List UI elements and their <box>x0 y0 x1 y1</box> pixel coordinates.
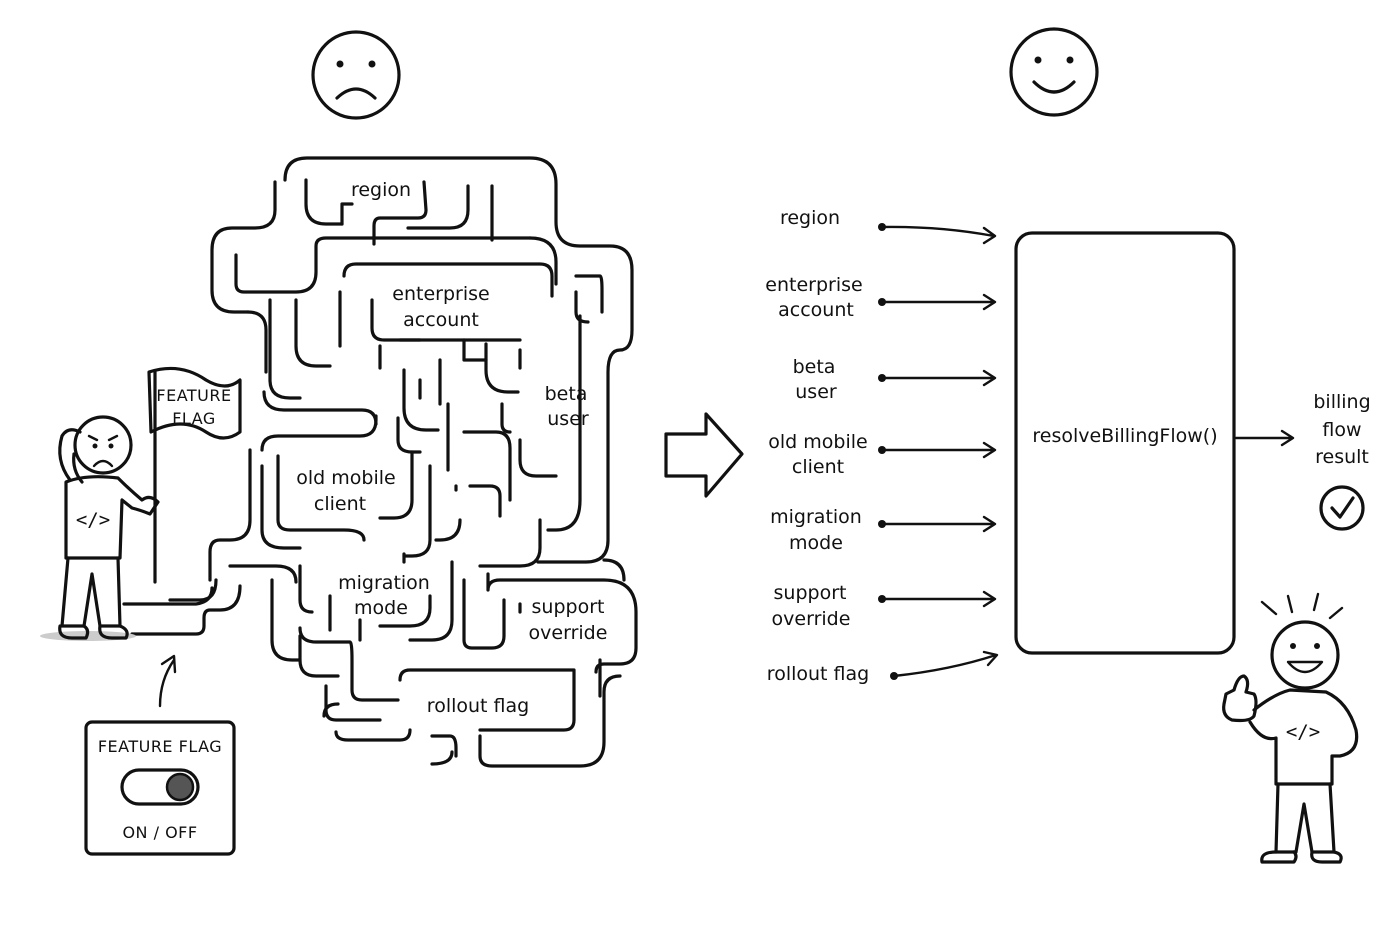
input-label-2: mode <box>789 532 843 554</box>
thumbs-up-icon <box>1222 674 1258 723</box>
toggle-knob <box>165 772 195 802</box>
happy-developer: </> <box>1222 592 1359 864</box>
maze-labels: region enterprise account beta user old … <box>296 179 607 717</box>
input-label-2: client <box>792 456 844 478</box>
maze-label-user: user <box>547 408 589 430</box>
input-region: region <box>780 207 997 245</box>
input-label: enterprise <box>765 274 862 296</box>
output-label-line-2: flow <box>1322 419 1361 441</box>
code-icon: </> <box>76 509 110 531</box>
maze-label-migration: migration <box>338 572 430 594</box>
input-support-override: support override <box>772 582 997 630</box>
toggle-card-title: FEATURE FLAG <box>98 737 222 756</box>
output-arrow <box>1234 429 1295 447</box>
input-enterprise-account: enterprise account <box>765 274 997 321</box>
input-label: old mobile <box>768 431 867 453</box>
resolver-function-box: resolveBillingFlow() <box>1014 231 1236 655</box>
check-circle-icon <box>1319 485 1365 531</box>
input-label-2: account <box>778 299 854 321</box>
function-name: resolveBillingFlow() <box>1032 425 1217 447</box>
happy-head <box>1270 620 1340 690</box>
output-result: billing flow result <box>1313 391 1371 531</box>
maze-label-region: region <box>351 179 411 201</box>
input-label: migration <box>770 506 862 528</box>
maze-label-client: client <box>314 493 366 515</box>
toggle-card-caption: ON / OFF <box>122 823 197 842</box>
input-rollout-flag: rollout flag <box>767 650 999 685</box>
input-label: rollout flag <box>767 663 869 685</box>
maze-label-old-mobile: old mobile <box>296 467 395 489</box>
input-label-2: override <box>772 608 851 630</box>
toggle-switch[interactable] <box>120 768 200 806</box>
input-beta-user: beta user <box>793 356 997 403</box>
code-icon: </> <box>1286 721 1320 743</box>
sparkle-lines <box>1260 592 1344 620</box>
happy-face-icon <box>1009 27 1099 117</box>
input-migration-mode: migration mode <box>770 506 997 554</box>
maze <box>122 156 638 768</box>
feature-flag-toggle-card: FEATURE FLAG ON / OFF <box>84 720 236 856</box>
input-label-2: user <box>795 381 837 403</box>
feature-flag-banner <box>147 366 242 440</box>
transition-arrow <box>664 412 744 498</box>
input-label: beta <box>793 356 836 378</box>
maze-label-support: support <box>532 596 605 618</box>
maze-label-override: override <box>529 622 608 644</box>
confused-head <box>73 415 133 475</box>
flag-text-line-1: FEATURE <box>156 386 231 405</box>
output-label-line-3: result <box>1315 446 1369 468</box>
maze-label-account: account <box>403 309 479 331</box>
input-old-mobile-client: old mobile client <box>768 431 997 478</box>
flag-text-line-2: FLAG <box>172 409 216 428</box>
toggle-pointer-arrow <box>158 658 176 708</box>
confused-developer: </> FEATURE FLAG <box>40 366 242 641</box>
maze-label-rollout-flag: rollout flag <box>427 695 529 717</box>
resolver-inputs: region enterprise account beta user old … <box>765 207 999 685</box>
sad-face-icon <box>311 30 401 120</box>
maze-label-beta: beta <box>545 383 588 405</box>
output-label-line-1: billing <box>1313 391 1370 413</box>
maze-label-enterprise: enterprise <box>392 283 489 305</box>
maze-label-mode: mode <box>354 597 408 619</box>
input-label: support <box>774 582 847 604</box>
input-label: region <box>780 207 840 229</box>
